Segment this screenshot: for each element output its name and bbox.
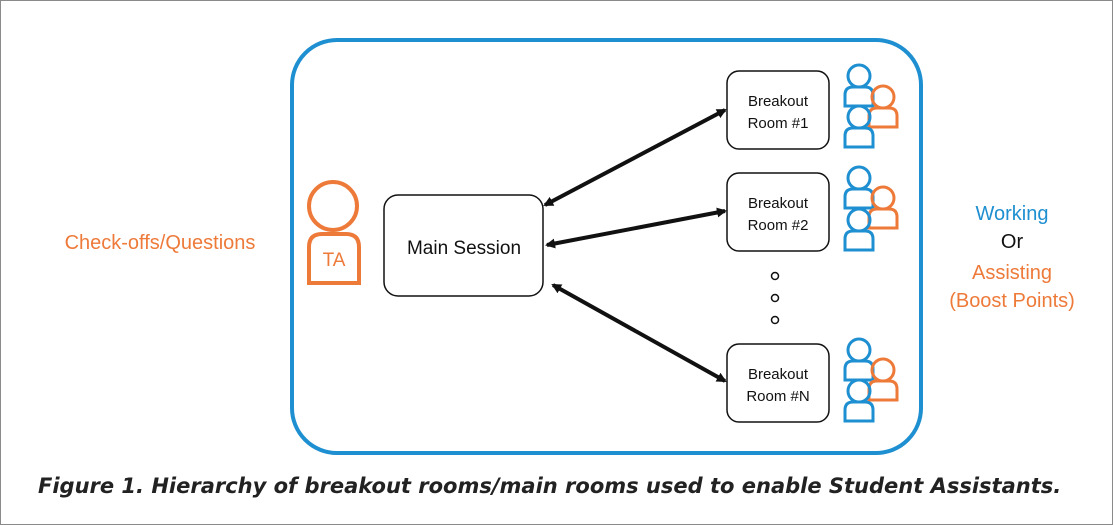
ta-body-icon	[307, 232, 361, 285]
room-1-line2: Room #1	[748, 115, 809, 132]
ta-head-icon	[307, 180, 359, 232]
room-n-line2: Room #N	[746, 388, 809, 405]
boost-points-label: (Boost Points)	[949, 290, 1075, 312]
breakout-room-n-box	[726, 343, 830, 423]
ellipsis-dots	[770, 271, 780, 325]
breakout-room-1-box	[726, 70, 830, 150]
or-label: Or	[1001, 231, 1024, 253]
main-session-label: Main Session	[407, 238, 521, 259]
room-n-line1: Breakout	[748, 366, 809, 383]
student-group-1	[843, 63, 899, 149]
figure-caption: Figure 1. Hierarchy of breakout rooms/ma…	[38, 474, 1062, 498]
room-2-line1: Breakout	[748, 195, 809, 212]
room-1-line1: Breakout	[748, 93, 809, 110]
arrow-room-n	[551, 283, 727, 383]
main-session-box	[383, 194, 544, 297]
room-2-line2: Room #2	[748, 217, 809, 234]
student-group-n	[843, 337, 899, 423]
check-offs-label: Check-offs/Questions	[65, 232, 256, 254]
ta-label: TA	[323, 250, 346, 271]
student-group-2	[843, 165, 899, 252]
breakout-room-2-box	[726, 172, 830, 252]
arrow-room-2	[545, 207, 727, 249]
arrow-room-1	[543, 108, 727, 207]
assisting-label: Assisting	[972, 262, 1052, 284]
working-label: Working	[976, 203, 1049, 225]
session-boundary	[290, 38, 923, 455]
ta-figure: TA	[307, 180, 361, 285]
